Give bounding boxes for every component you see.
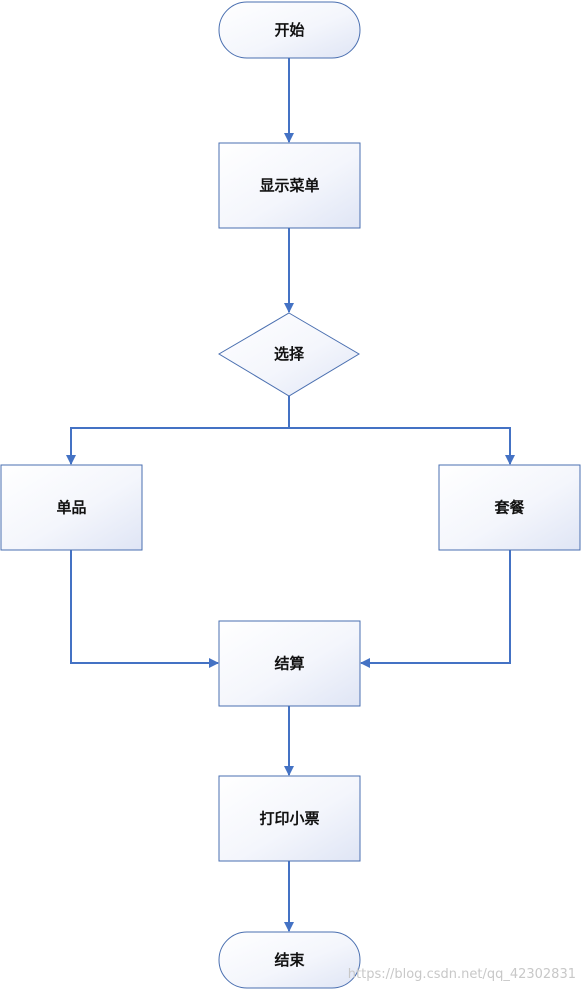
connectors	[66, 58, 515, 932]
arrow-combo-meal-to-checkout	[360, 550, 511, 668]
end-node: 结束	[218, 931, 361, 989]
arrow-choose-to-combo-meal	[289, 427, 515, 465]
checkout-node: 结算	[218, 620, 361, 707]
combo-meal-label: 套餐	[493, 499, 525, 517]
choose-label: 选择	[274, 345, 305, 363]
print-receipt-label: 打印小票	[259, 810, 319, 828]
arrow-single-item-to-checkout	[70, 550, 219, 668]
single-item-node: 单品	[0, 464, 143, 551]
watermark-text: https://blog.csdn.net/qq_42302831	[348, 967, 576, 982]
start-label: 开始	[274, 21, 304, 39]
arrow-choose-to-single-item	[66, 396, 290, 465]
end-label: 结束	[274, 951, 305, 969]
choose-decision-node: 选择	[218, 312, 360, 397]
show-menu-label: 显示菜单	[259, 177, 319, 195]
single-item-label: 单品	[56, 499, 86, 517]
show-menu-node: 显示菜单	[218, 142, 361, 229]
start-node: 开始	[218, 1, 361, 59]
print-receipt-node: 打印小票	[218, 775, 361, 862]
checkout-label: 结算	[274, 655, 304, 673]
combo-meal-node: 套餐	[438, 464, 581, 551]
